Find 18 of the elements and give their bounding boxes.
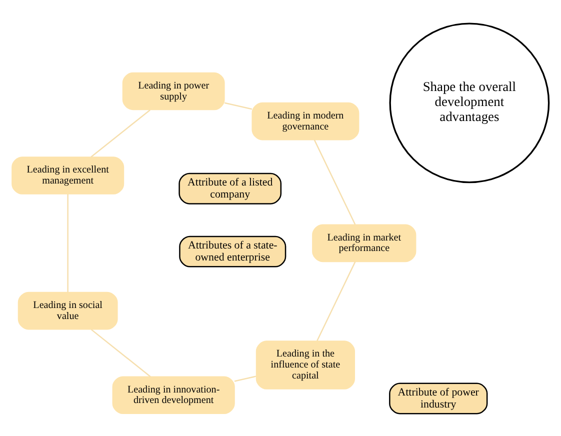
node-box: Attributes of a state-owned enterprise	[179, 235, 286, 267]
node-box: Leading in social value	[18, 291, 118, 330]
node-box: Leading in modern governance	[252, 102, 360, 140]
node-box: Leading in the influence of state capital	[256, 340, 355, 389]
node-box: Leading in innovation-driven development	[112, 376, 235, 414]
connector	[224, 102, 252, 110]
node-box: Leading in power supply	[122, 72, 225, 110]
node-box: Leading in market performance	[312, 224, 416, 262]
connector	[90, 328, 151, 377]
node-box: Attribute of a listed company	[178, 172, 282, 204]
connector	[316, 260, 356, 341]
connector	[234, 375, 256, 382]
node-box: Leading in excellent management	[12, 156, 124, 194]
connector	[67, 194, 68, 292]
node-box: Attribute of power industry	[389, 382, 488, 414]
connector	[90, 108, 150, 158]
node-circle: Shape the overall development advantages	[389, 22, 550, 183]
connector	[314, 139, 356, 224]
